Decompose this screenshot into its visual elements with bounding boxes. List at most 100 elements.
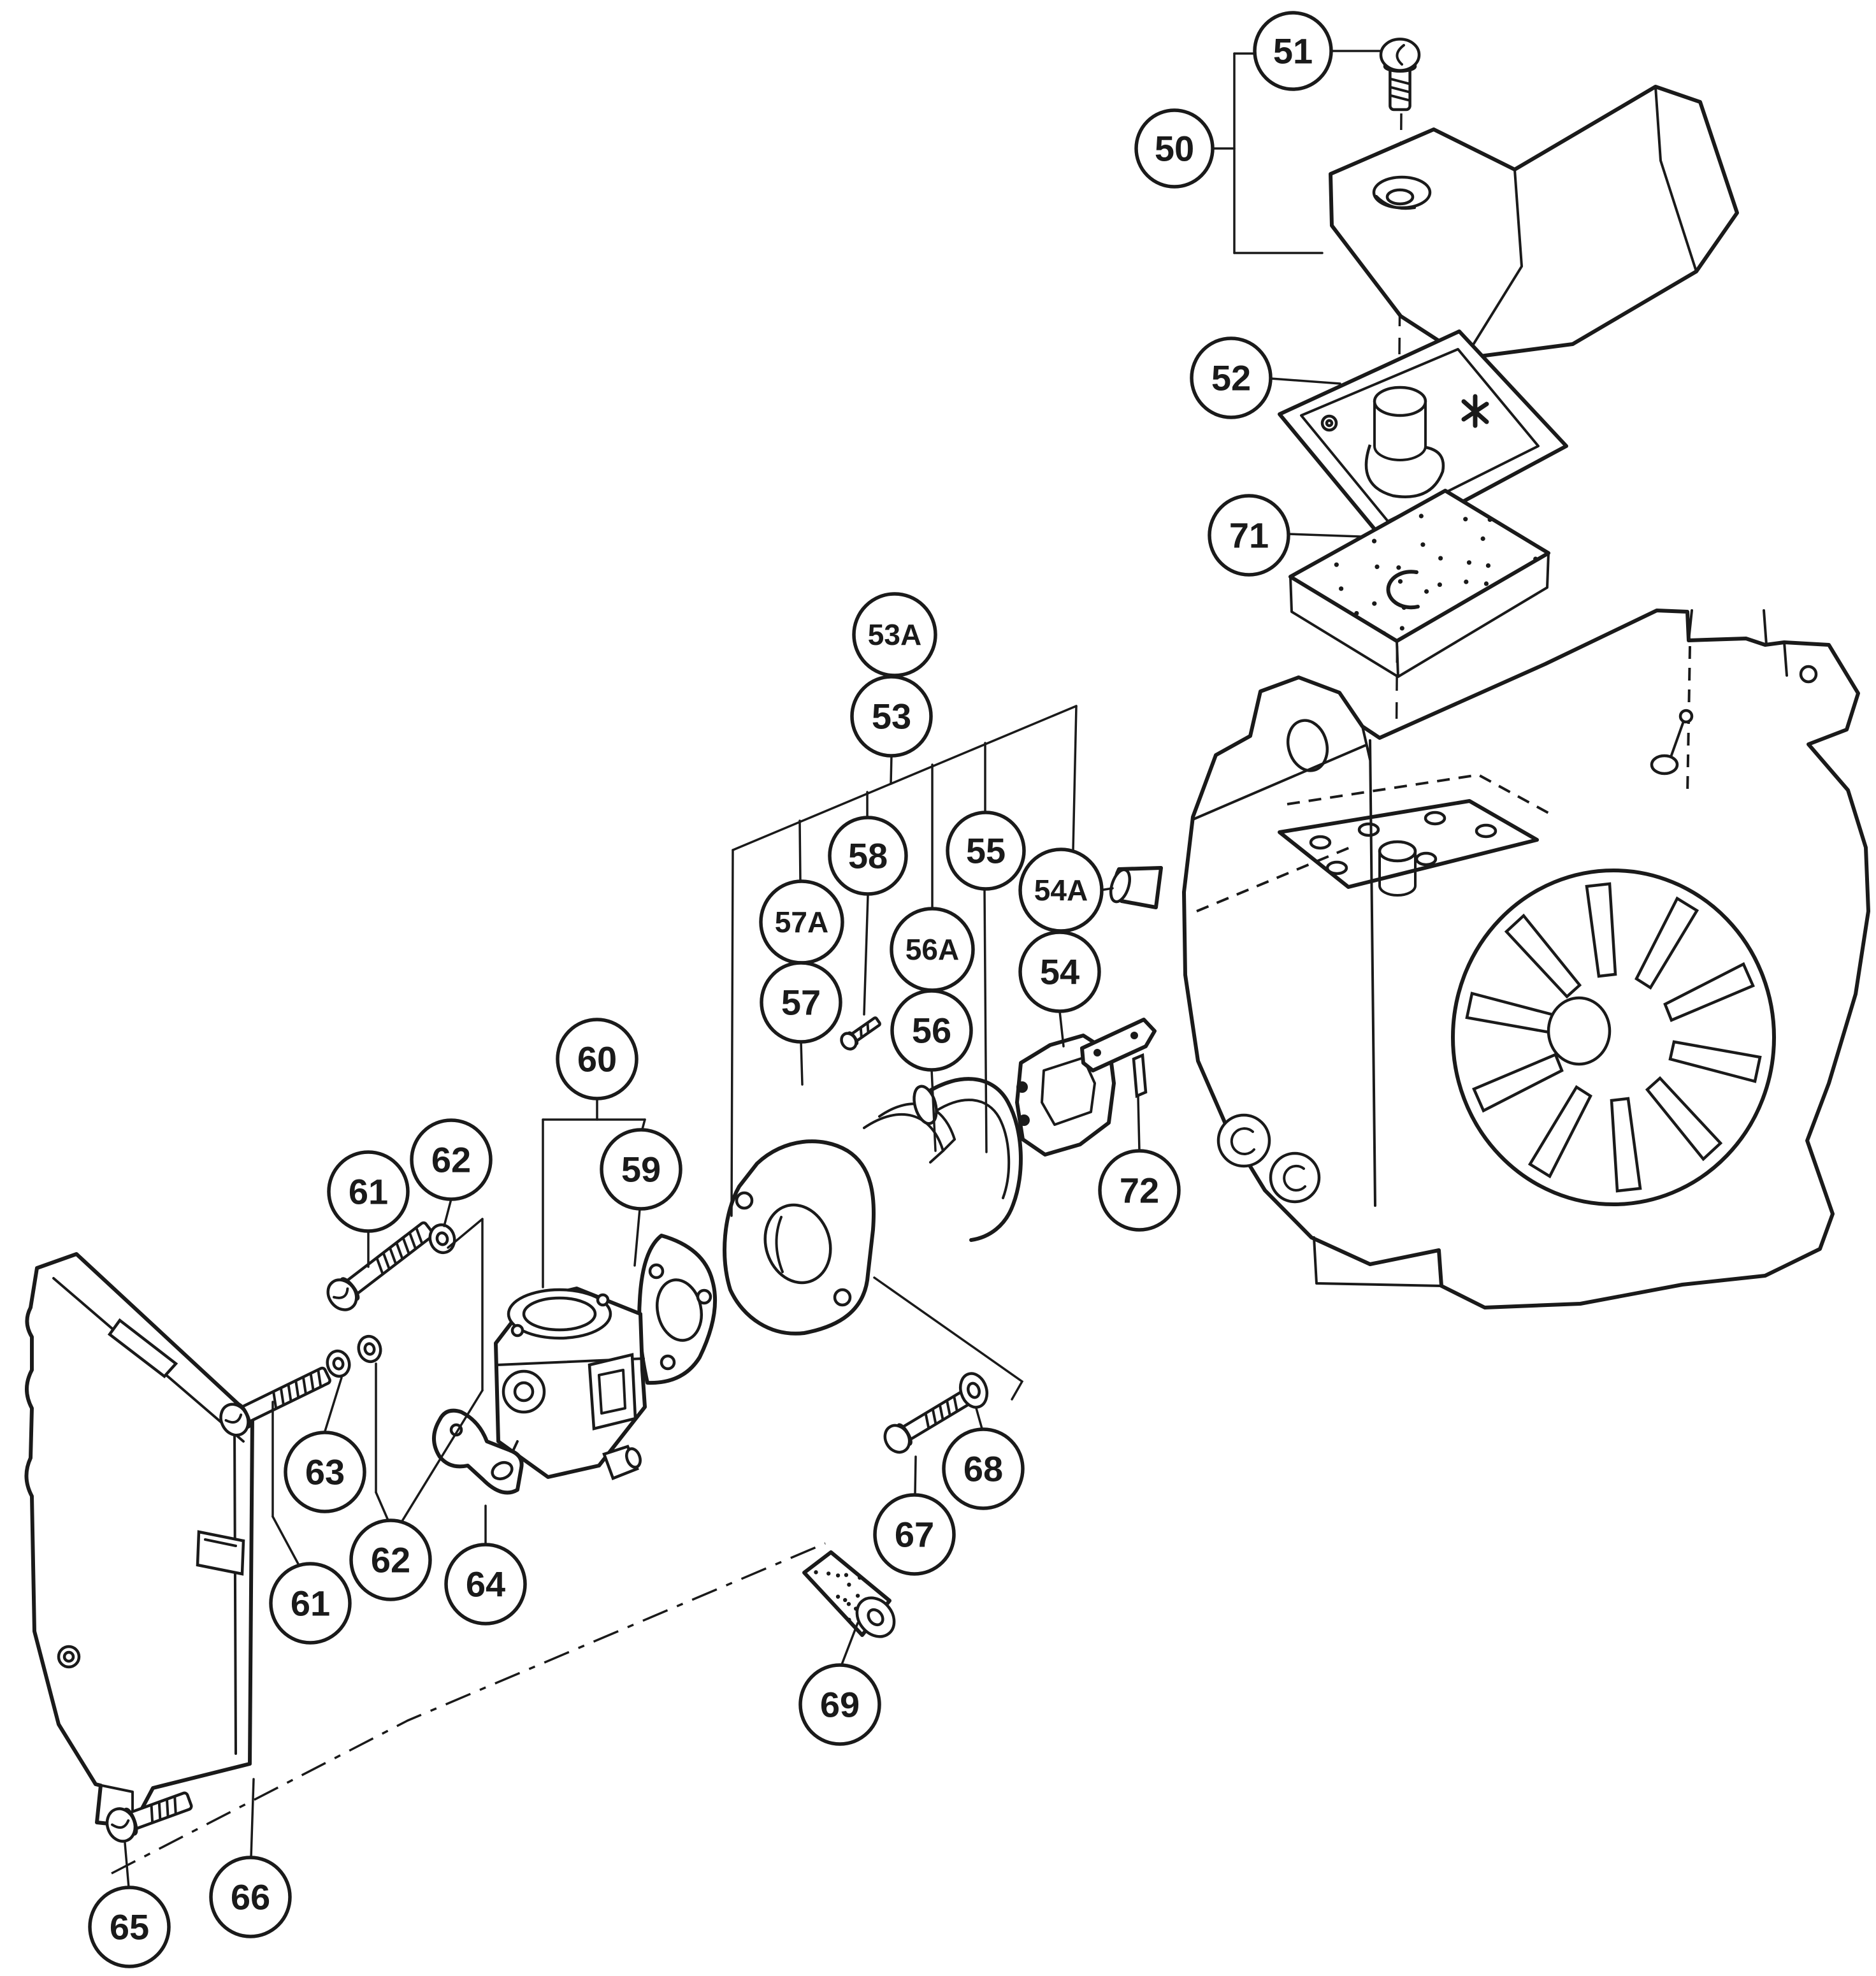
stipple-dot: [1372, 601, 1377, 606]
washer-63[interactable]: [324, 1348, 352, 1378]
callout-51[interactable]: 51: [1253, 11, 1333, 91]
leader-line: [841, 1622, 859, 1666]
screw-65[interactable]: [103, 1785, 195, 1845]
callout-label: 62: [371, 1540, 410, 1580]
stipple-dot: [1483, 581, 1489, 586]
callout-54[interactable]: 54: [1018, 930, 1101, 1013]
callout-66[interactable]: 66: [209, 1856, 292, 1938]
leader-line: [1137, 1095, 1141, 1152]
stipple-dot: [1338, 537, 1343, 542]
air-cleaner-base-plate[interactable]: [1278, 329, 1568, 545]
callout-63[interactable]: 63: [284, 1431, 366, 1513]
leader-line: [983, 889, 988, 1153]
stipple-dot: [855, 1594, 860, 1598]
callout-59[interactable]: 59: [600, 1128, 682, 1211]
stipple-dot: [811, 1626, 816, 1631]
callout-circle: [349, 1518, 432, 1601]
callout-label: 72: [1120, 1171, 1159, 1211]
bolt-61-upper[interactable]: [322, 1215, 439, 1315]
callout-label: 56A: [906, 933, 959, 966]
washer-68[interactable]: [956, 1370, 992, 1411]
callout-label: 63: [305, 1452, 345, 1492]
stipple-dot: [1418, 514, 1424, 519]
carburetor-gasket[interactable]: [637, 1234, 718, 1385]
callout-56A[interactable]: 56A: [890, 907, 975, 992]
callout-circle: [942, 1427, 1025, 1510]
retainer-strip[interactable]: [1080, 1018, 1157, 1099]
stipple-dot: [856, 1566, 862, 1570]
callout-50[interactable]: 50: [1134, 108, 1215, 189]
callout-65[interactable]: 65: [88, 1886, 171, 1968]
callout-71[interactable]: 71: [1208, 494, 1290, 577]
callout-64[interactable]: 64: [444, 1543, 527, 1626]
stipple-dot: [846, 1602, 851, 1606]
callout-69[interactable]: 69: [798, 1663, 881, 1746]
callout-72[interactable]: 72: [1098, 1149, 1181, 1232]
stipple-dot: [1443, 619, 1448, 624]
callout-61-upper[interactable]: 61: [327, 1150, 410, 1233]
bolt-67[interactable]: [880, 1385, 973, 1457]
flywheel-fin: [1504, 913, 1582, 999]
callout-68[interactable]: 68: [942, 1427, 1025, 1510]
stipple-dot: [1290, 512, 1292, 517]
washer-62-upper[interactable]: [427, 1222, 458, 1255]
bolt-61-lower[interactable]: [216, 1360, 335, 1440]
throttle-bracket[interactable]: [432, 1408, 524, 1495]
stipple-dot: [804, 1613, 807, 1619]
leader-line: [1058, 1010, 1065, 1048]
callout-52[interactable]: 52: [1190, 336, 1273, 419]
callout-62-upper[interactable]: 62: [410, 1118, 493, 1201]
callout-54A[interactable]: 54A: [1018, 847, 1104, 933]
stipple-dot: [1337, 627, 1342, 632]
foam-air-filter[interactable]: [1287, 489, 1557, 678]
callout-58[interactable]: 58: [828, 816, 908, 896]
callout-61-lower[interactable]: 61: [269, 1562, 352, 1645]
stipple-dot: [1332, 654, 1336, 658]
callout-53[interactable]: 53: [850, 675, 933, 758]
stipple-dot: [1531, 630, 1536, 635]
stipple-dot: [1552, 544, 1556, 548]
callout-57[interactable]: 57: [760, 961, 842, 1044]
axis-line: [111, 1542, 826, 1875]
leader-line: [863, 894, 869, 1016]
washer-62-lower[interactable]: [356, 1334, 383, 1364]
stipple-dot: [1339, 586, 1344, 591]
stipple-dot: [813, 1596, 818, 1601]
screw-58-part[interactable]: [839, 1014, 883, 1052]
callout-label: 61: [291, 1583, 330, 1624]
callout-circle: [1098, 1149, 1181, 1232]
side-cover-plate[interactable]: [24, 1252, 254, 1828]
callout-60[interactable]: 60: [556, 1018, 639, 1100]
leader-line: [730, 849, 734, 1217]
callout-circle: [88, 1886, 171, 1968]
callout-62-lower[interactable]: 62: [349, 1518, 432, 1601]
callout-circle: [269, 1562, 352, 1645]
intake-manifold-assembly[interactable]: [723, 1077, 1023, 1336]
hardware-fasteners[interactable]: [103, 38, 1421, 1845]
stipple-dot: [1375, 564, 1380, 570]
air-cleaner-cover[interactable]: [1329, 85, 1739, 360]
stipple-dot: [1382, 645, 1386, 649]
stipple-dot: [1552, 555, 1556, 559]
callout-circle: [890, 989, 973, 1072]
stipple-dot: [1524, 605, 1529, 610]
callout-circle: [1253, 11, 1333, 91]
callout-circle: [1134, 108, 1215, 189]
leader-line: [443, 1198, 452, 1227]
carburetor[interactable]: [494, 1287, 647, 1480]
callout-55[interactable]: 55: [946, 811, 1026, 891]
callout-57A[interactable]: 57A: [759, 879, 844, 965]
flywheel-fin: [1645, 1076, 1723, 1162]
callout-label: 53A: [868, 618, 921, 651]
callout-56[interactable]: 56: [890, 989, 973, 1072]
screw-51[interactable]: [1379, 38, 1421, 112]
engine-crankcase[interactable]: [1108, 609, 1870, 1309]
callout-53A[interactable]: 53A: [852, 592, 937, 677]
callout-label: 54A: [1034, 874, 1088, 907]
callout-67[interactable]: 67: [873, 1493, 956, 1576]
stipple-dot: [804, 1594, 805, 1599]
callout-label: 55: [966, 831, 1006, 871]
stipple-dot: [1480, 536, 1485, 541]
